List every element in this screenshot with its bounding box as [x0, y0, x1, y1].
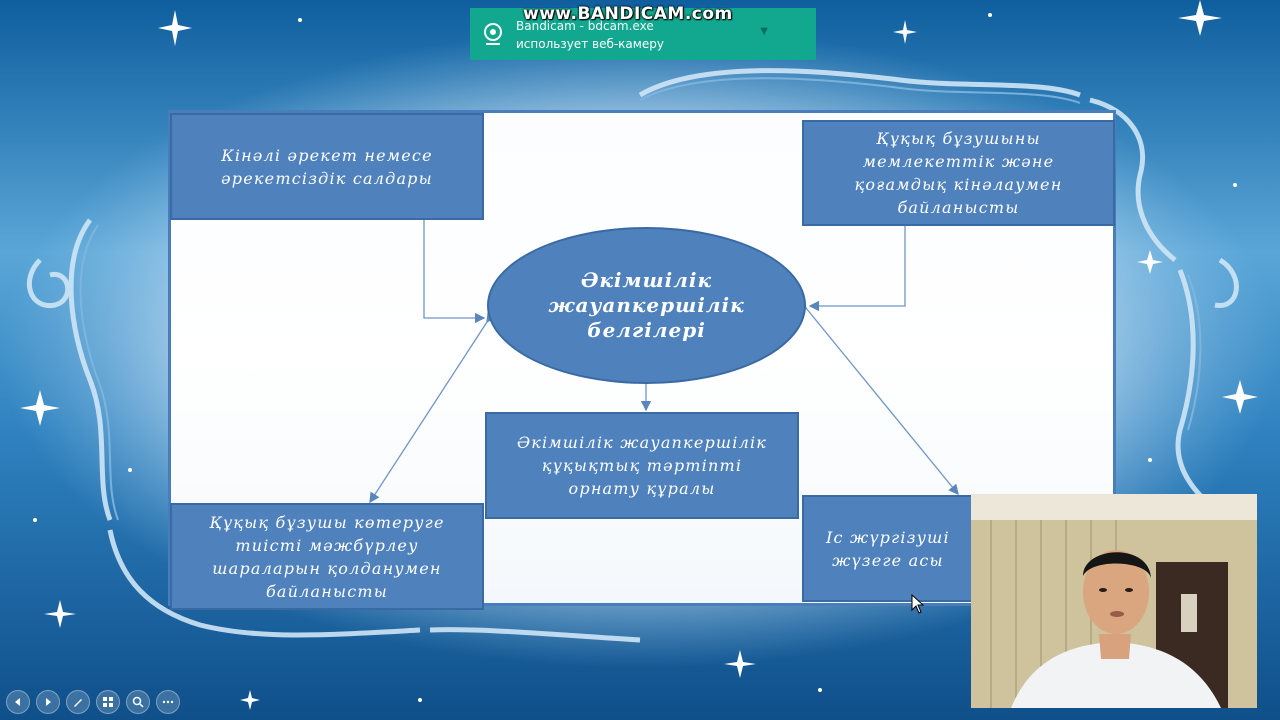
webcam-notification[interactable]: Bandicam - bdcam.exe использует веб-каме…	[470, 8, 816, 60]
chevron-down-icon[interactable]: ▼	[760, 26, 768, 37]
zoom-icon[interactable]	[126, 690, 150, 714]
prev-icon[interactable]	[6, 690, 30, 714]
next-icon[interactable]	[36, 690, 60, 714]
box-legal-order-tool: Әкімшілік жауапкершілік құқықтық тәртіпт…	[485, 412, 799, 519]
slideshow-toolbar	[6, 690, 180, 714]
center-ellipse: Әкімшілік жауапкершілік белгілері	[487, 227, 806, 384]
notification-title: Bandicam - bdcam.exe	[516, 19, 654, 33]
notification-text: использует веб-камеру	[516, 37, 664, 51]
pen-icon[interactable]	[66, 690, 90, 714]
webcam-icon	[484, 23, 502, 45]
recorder-watermark: www.BANDICAM.com	[523, 4, 733, 24]
mouse-cursor-icon	[911, 594, 925, 614]
more-icon[interactable]	[156, 690, 180, 714]
box-coercive-measures: Құқық бұзушы көтеруге тиісті мәжбүрлеу ш…	[170, 503, 484, 610]
webcam-overlay	[971, 494, 1257, 708]
box-state-condemnation: Құқық бұзушыны мемлекеттік және қоғамдық…	[802, 120, 1115, 226]
slides-icon[interactable]	[96, 690, 120, 714]
webcam-image	[971, 494, 1257, 708]
box-proceedings: Іс жүргізуші жүзеге асы	[802, 495, 1002, 602]
box-guilty-action: Кінәлі әрекет немесе әрекетсіздік салдар…	[170, 113, 484, 220]
